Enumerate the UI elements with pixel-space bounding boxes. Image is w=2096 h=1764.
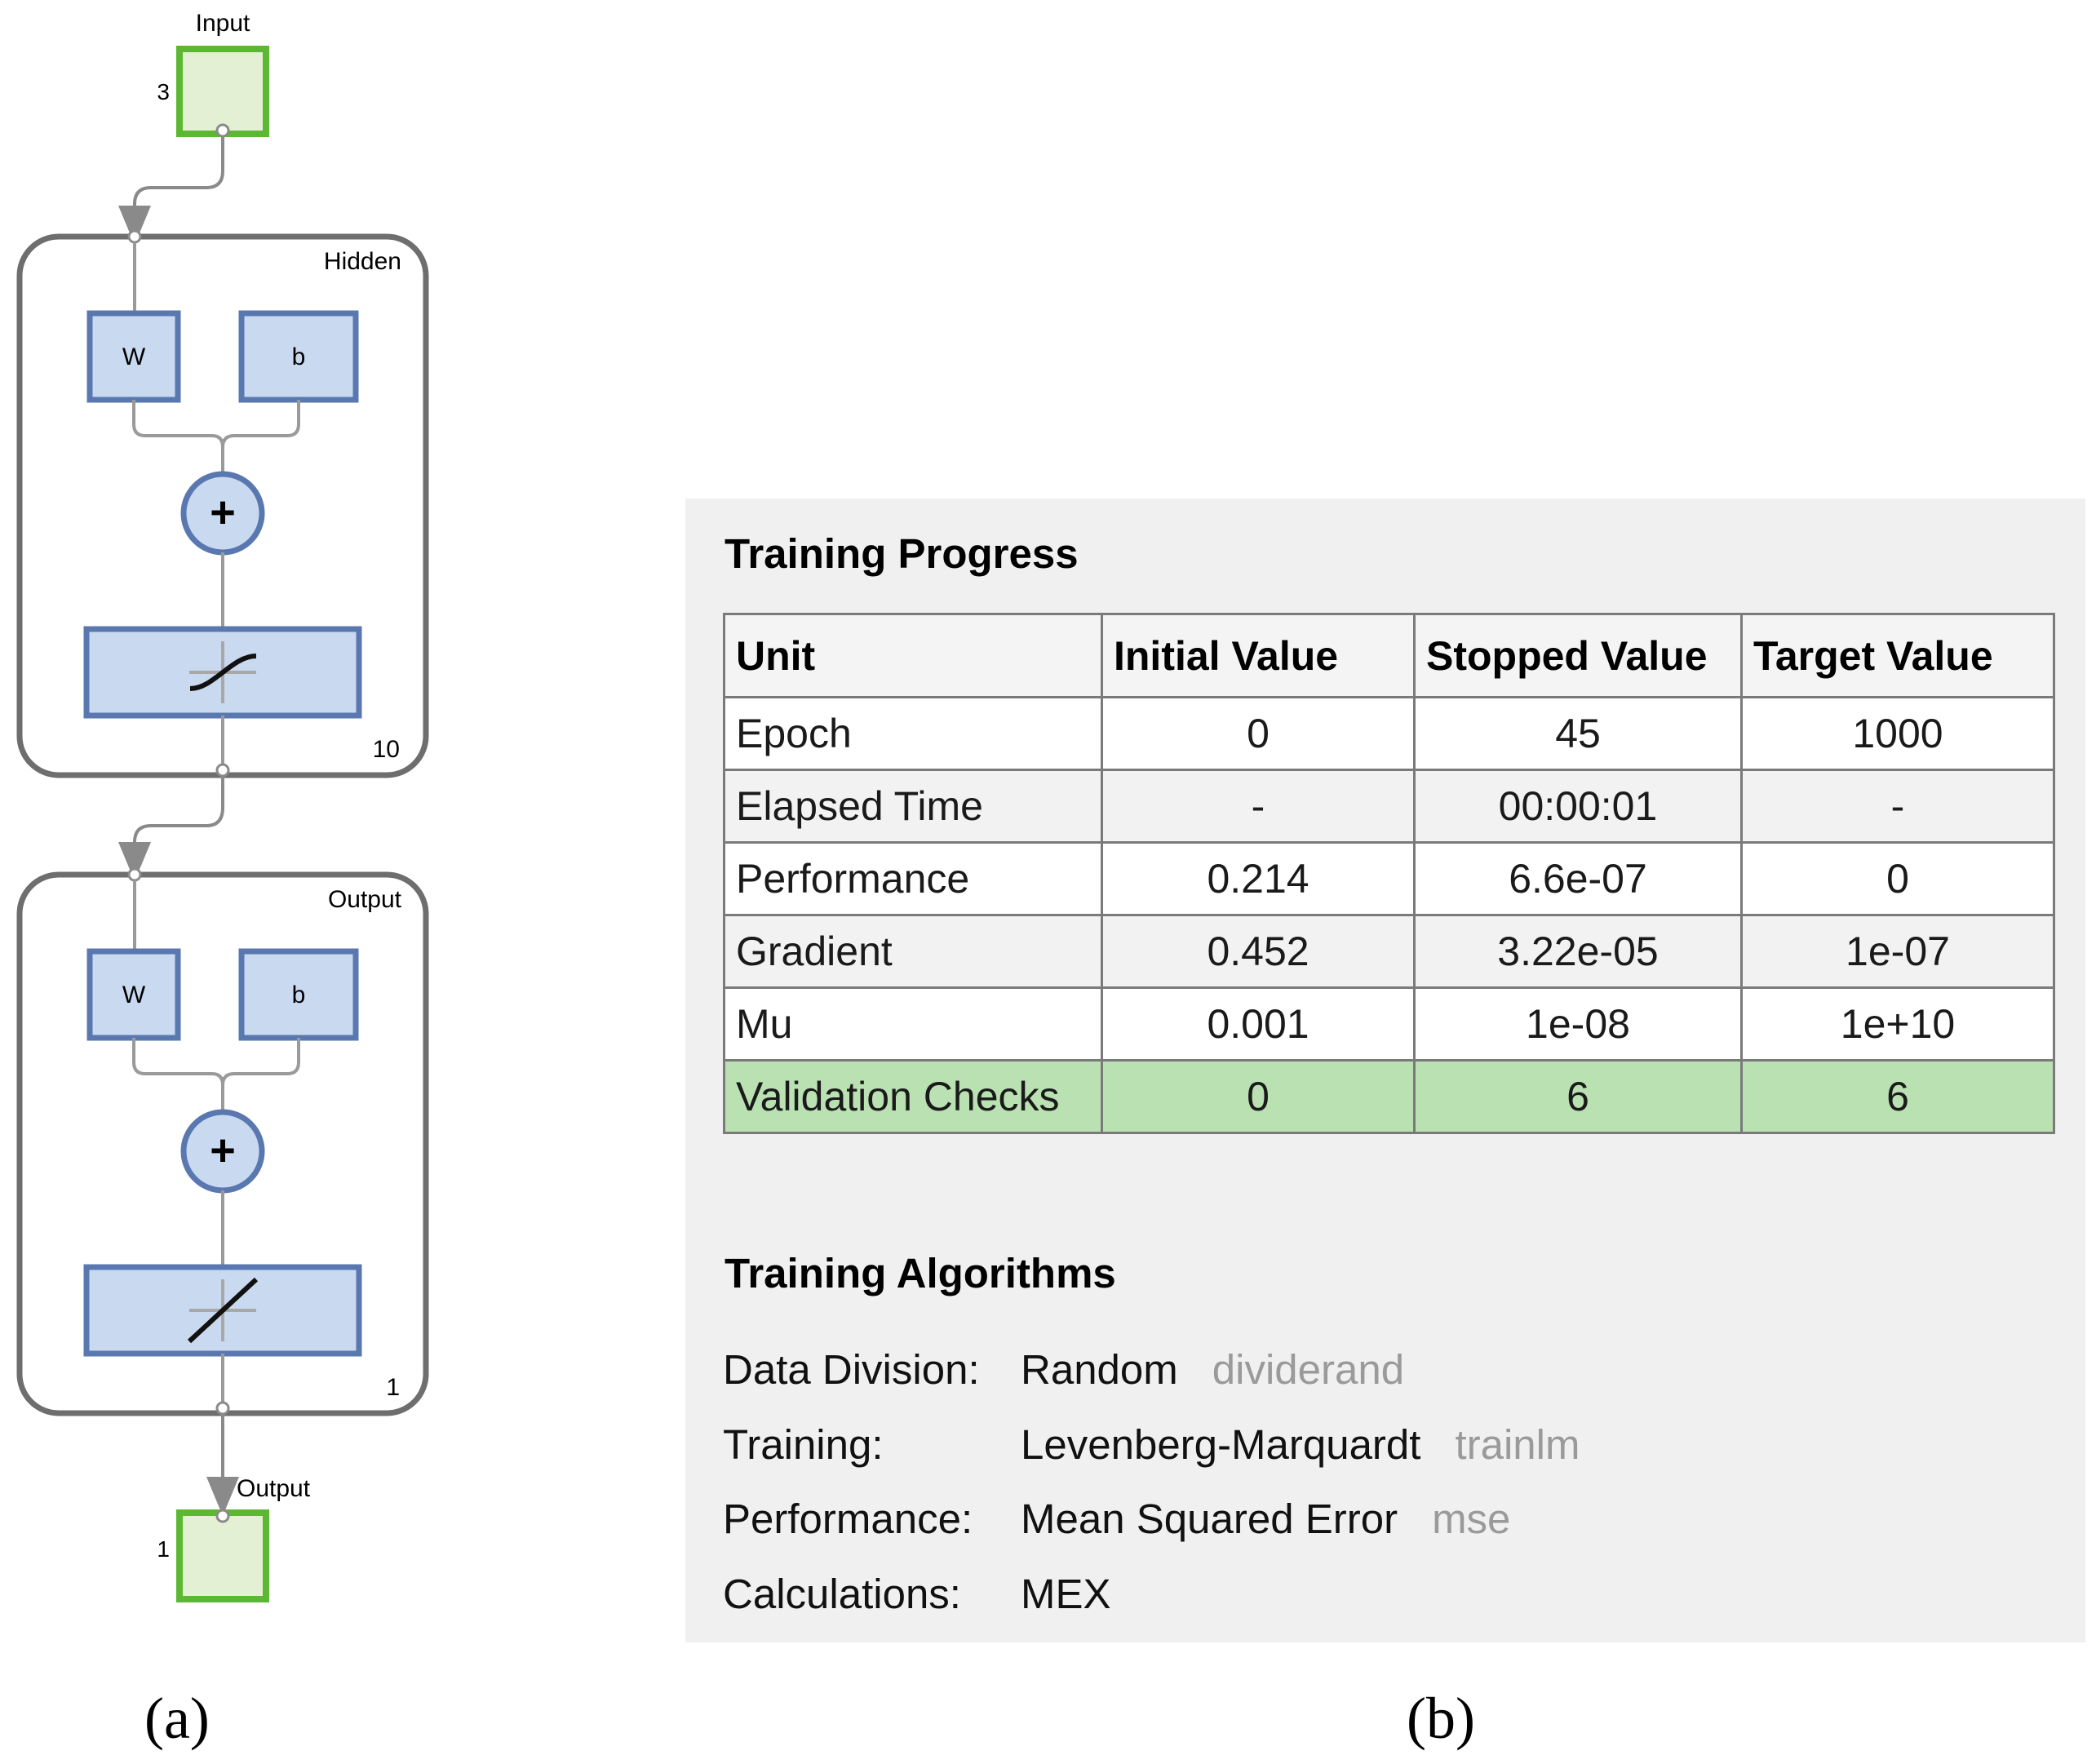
algo-value: MEX (1021, 1570, 1111, 1618)
row-initial: 0 (1101, 1059, 1416, 1134)
table-row: Elapsed Time - 00:00:01 - (723, 769, 2055, 844)
algo-label: Data Division: (723, 1346, 980, 1393)
output-port (215, 1509, 230, 1523)
row-initial: 0.214 (1101, 841, 1416, 916)
row-stopped: 45 (1413, 696, 1743, 771)
output-sum-connector (132, 1038, 300, 1114)
header-target-value: Target Value (1740, 613, 2055, 698)
header-initial-value: Initial Value (1101, 613, 1416, 698)
table-row: Epoch 0 45 1000 (723, 696, 2055, 771)
network-diagram: Input 3 Hidden W b + 10 Output W b + 1 (16, 10, 429, 1602)
row-initial: 0.452 (1101, 914, 1416, 989)
training-progress-table: Unit Initial Value Stopped Value Target … (723, 613, 2055, 1134)
row-unit: Gradient (723, 914, 1103, 989)
row-unit: Performance (723, 841, 1103, 916)
algo-method: Mean Squared Error (1021, 1496, 1398, 1542)
output-weight-label: W (122, 982, 146, 1008)
input-port (215, 123, 230, 138)
output-bias-label: b (292, 982, 306, 1008)
output-size-label: 1 (157, 1536, 170, 1562)
algo-value: Random dividerand (1021, 1345, 1404, 1394)
hidden-layer-label: Hidden (324, 248, 401, 275)
row-initial: 0.001 (1101, 986, 1416, 1062)
algo-method: Levenberg-Marquardt (1021, 1421, 1421, 1468)
connector-hidden-output (118, 776, 224, 881)
row-unit: Epoch (723, 696, 1103, 771)
output-layer-input-port (127, 867, 142, 882)
algo-value: Mean Squared Error mse (1021, 1495, 1510, 1543)
row-target: 6 (1740, 1059, 2055, 1134)
input-size-label: 3 (157, 79, 170, 104)
algo-function-link[interactable]: trainlm (1455, 1421, 1580, 1468)
training-algorithms-title: Training Algorithms (725, 1250, 1116, 1296)
output-weight-block (86, 948, 181, 1041)
hidden-sum-icon: + (210, 488, 236, 537)
tansig-icon (189, 641, 257, 703)
output-neuron-count: 1 (386, 1374, 400, 1401)
output-layer-label: Output (328, 886, 402, 913)
input-label: Input (196, 10, 250, 37)
row-stopped: 3.22e-05 (1413, 914, 1743, 989)
purelin-icon (187, 1277, 259, 1344)
row-target: 1e+10 (1740, 986, 2055, 1062)
row-stopped: 00:00:01 (1413, 769, 1743, 844)
hidden-weight-block (86, 310, 181, 403)
algo-label: Calculations: (723, 1571, 961, 1617)
row-stopped: 6 (1413, 1059, 1743, 1134)
header-stopped-value: Stopped Value (1413, 613, 1743, 698)
table-row: Mu 0.001 1e-08 1e+10 (723, 986, 2055, 1062)
input-node (176, 46, 269, 137)
row-target: 0 (1740, 841, 2055, 916)
training-panel: Training Progress Unit Initial Value Sto… (685, 499, 2085, 1642)
algo-function-link[interactable]: dividerand (1212, 1346, 1405, 1393)
hidden-bias-block (238, 310, 359, 403)
row-target: - (1740, 769, 2055, 844)
algo-label: Performance: (723, 1496, 973, 1542)
row-unit: Elapsed Time (723, 769, 1103, 844)
algo-method: MEX (1021, 1571, 1111, 1617)
table-row-validation-checks: Validation Checks 0 6 6 (723, 1059, 2055, 1134)
algo-label: Training: (723, 1421, 884, 1468)
caption-a: (a) (144, 1686, 210, 1751)
hidden-sum-connector (132, 400, 300, 476)
table-header-row: Unit Initial Value Stopped Value Target … (723, 613, 2055, 698)
output-node (176, 1509, 269, 1602)
algo-function-link[interactable]: mse (1432, 1496, 1511, 1542)
caption-b: (b) (1407, 1686, 1475, 1751)
row-unit: Mu (723, 986, 1103, 1062)
table-row: Gradient 0.452 3.22e-05 1e-07 (723, 914, 2055, 989)
output-label: Output (237, 1475, 311, 1502)
training-progress-title: Training Progress (725, 530, 1079, 577)
output-bias-block (238, 948, 359, 1041)
hidden-weight-label: W (122, 343, 146, 370)
hidden-input-port (127, 229, 142, 244)
table-row: Performance 0.214 6.6e-07 0 (723, 841, 2055, 916)
header-unit: Unit (723, 613, 1103, 698)
algo-value: Levenberg-Marquardt trainlm (1021, 1421, 1580, 1469)
row-unit: Validation Checks (723, 1059, 1103, 1134)
row-target: 1000 (1740, 696, 2055, 771)
hidden-bias-label: b (292, 343, 306, 370)
hidden-neuron-count: 10 (373, 736, 400, 763)
output-layer-output-port (215, 1401, 230, 1416)
hidden-output-port (215, 763, 230, 778)
row-stopped: 6.6e-07 (1413, 841, 1743, 916)
row-initial: - (1101, 769, 1416, 844)
algo-method: Random (1021, 1346, 1178, 1393)
output-sum-icon: + (210, 1126, 236, 1175)
row-initial: 0 (1101, 696, 1416, 771)
connector-input-hidden (118, 136, 224, 245)
row-target: 1e-07 (1740, 914, 2055, 989)
row-stopped: 1e-08 (1413, 986, 1743, 1062)
